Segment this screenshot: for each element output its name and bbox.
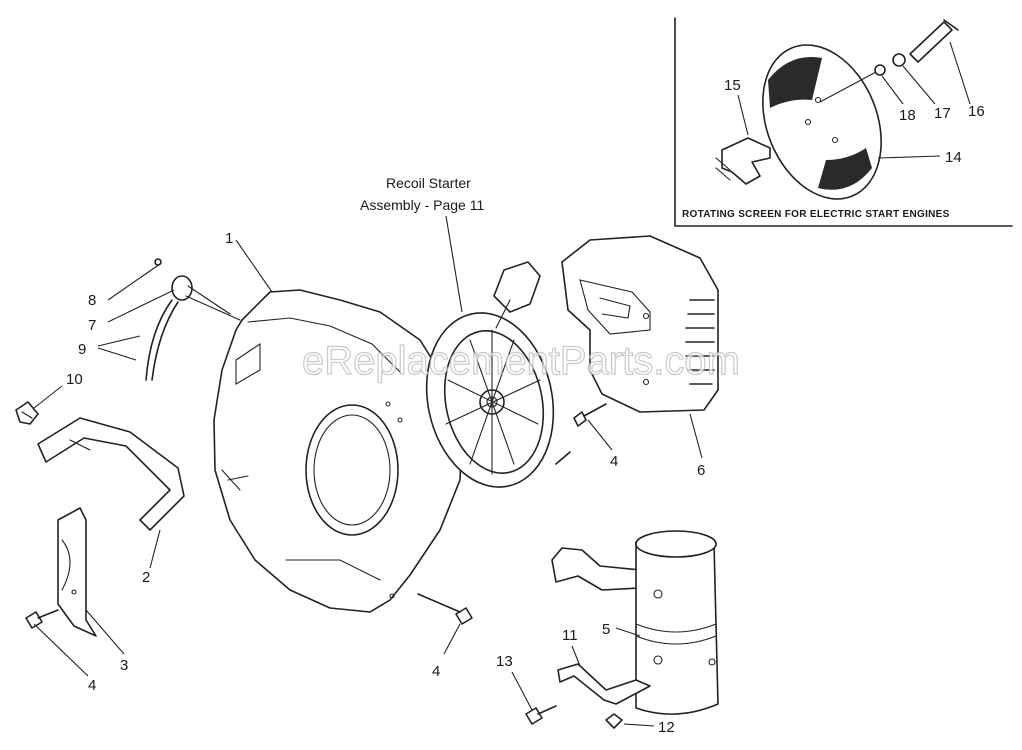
label-4-center: 4 bbox=[432, 663, 440, 680]
label-9: 9 bbox=[78, 341, 86, 358]
recoil-starter bbox=[425, 261, 555, 488]
cylinder-shroud bbox=[561, 235, 719, 413]
label-16: 16 bbox=[968, 103, 985, 120]
label-6: 6 bbox=[697, 462, 705, 479]
inset-caption: ROTATING SCREEN FOR ELECTRIC START ENGIN… bbox=[682, 209, 950, 220]
label-15: 15 bbox=[724, 77, 741, 94]
recoil-note-line1: Recoil Starter bbox=[386, 175, 471, 191]
label-5: 5 bbox=[602, 621, 610, 638]
label-14: 14 bbox=[945, 149, 962, 166]
screen-bracket bbox=[715, 137, 771, 185]
label-17: 17 bbox=[934, 105, 951, 122]
bolt-16 bbox=[909, 21, 953, 63]
label-10: 10 bbox=[66, 371, 83, 388]
clip bbox=[15, 401, 39, 425]
shroud-vents bbox=[685, 299, 715, 385]
screw-center bbox=[417, 593, 473, 625]
screw-lower-left bbox=[25, 609, 59, 629]
watermark: eReplacementParts.com bbox=[302, 339, 740, 383]
screw-shroud bbox=[573, 403, 607, 427]
side-baffle bbox=[37, 417, 185, 531]
washer-17 bbox=[892, 53, 906, 67]
muffler bbox=[551, 530, 719, 715]
screw-13 bbox=[525, 705, 557, 725]
label-12: 12 bbox=[658, 719, 675, 736]
label-8: 8 bbox=[88, 292, 96, 309]
screen-hatch-top bbox=[768, 56, 822, 108]
washer-18 bbox=[874, 64, 886, 76]
grommet-and-tube bbox=[145, 258, 241, 381]
nut-12 bbox=[605, 713, 623, 729]
starter-handle bbox=[493, 261, 541, 313]
inset-rotating-screen: 15 18 17 16 14 ROTATING SCREEN FOR ELECT… bbox=[674, 17, 1013, 227]
lower-baffle bbox=[57, 507, 97, 637]
recoil-note-line2: Assembly - Page 11 bbox=[360, 197, 484, 213]
label-18: 18 bbox=[899, 107, 916, 124]
housing-inlet bbox=[305, 404, 399, 536]
blower-housing bbox=[213, 289, 463, 613]
muffler-bracket bbox=[557, 663, 651, 705]
label-7: 7 bbox=[88, 317, 96, 334]
label-3: 3 bbox=[120, 657, 128, 674]
label-11: 11 bbox=[562, 627, 578, 644]
label-13: 13 bbox=[496, 653, 513, 670]
label-4-shroud: 4 bbox=[610, 453, 618, 470]
screen-hatch-bottom bbox=[818, 148, 872, 190]
label-2: 2 bbox=[142, 569, 150, 586]
label-4-left: 4 bbox=[88, 677, 96, 694]
label-1: 1 bbox=[225, 230, 233, 247]
